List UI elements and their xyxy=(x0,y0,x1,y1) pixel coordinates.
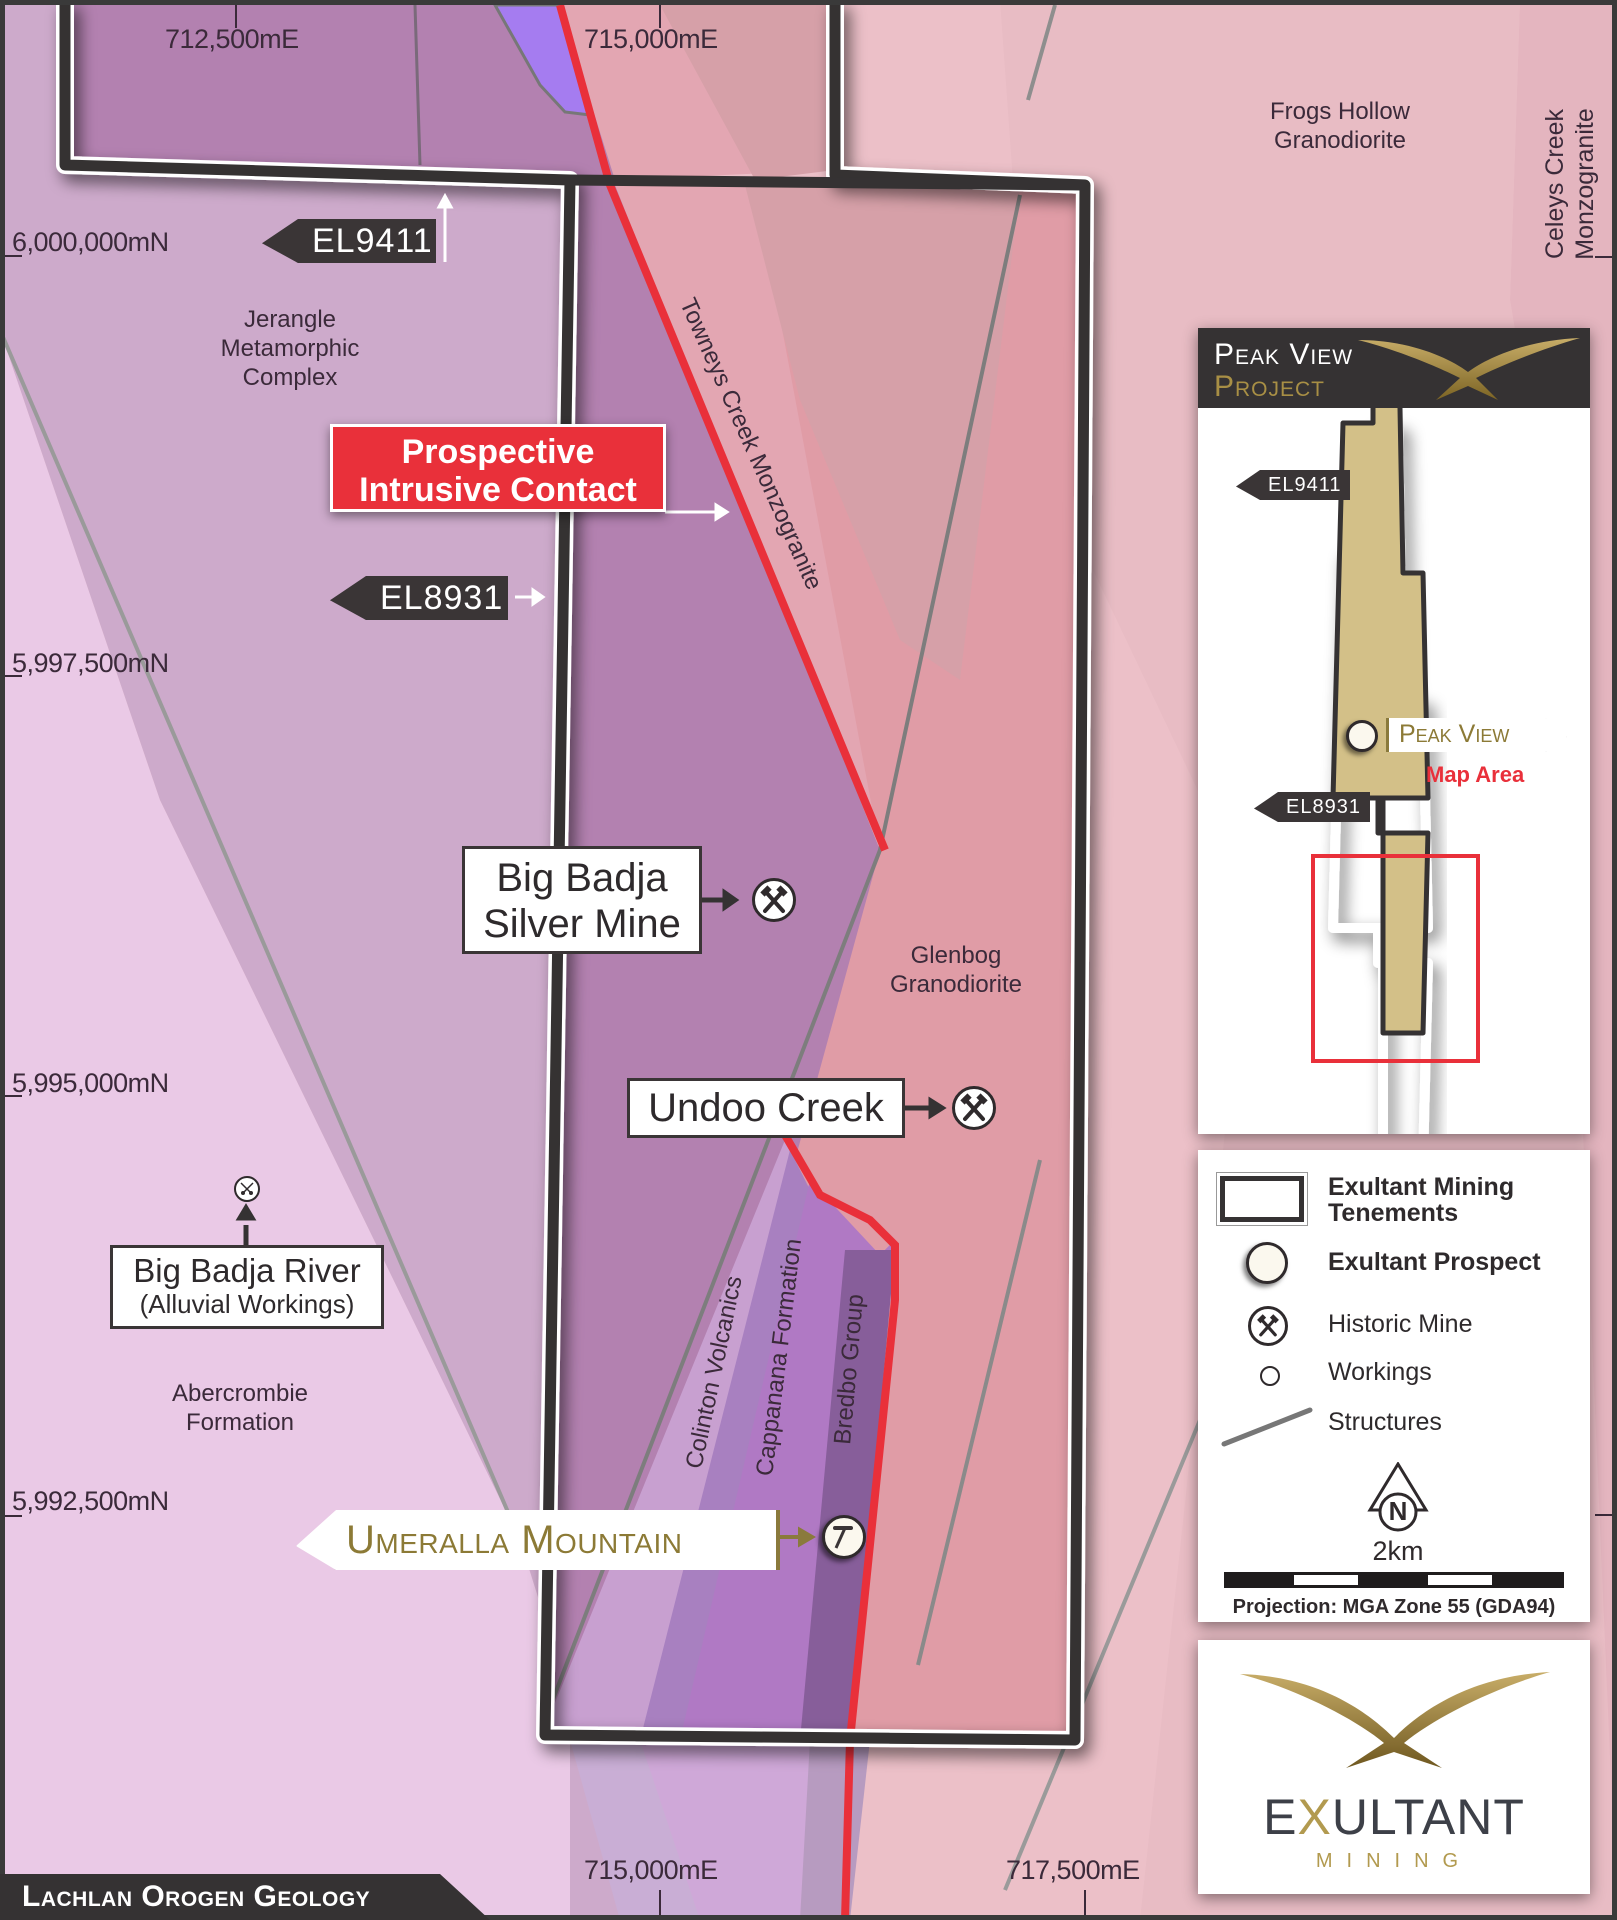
inset-tenement-map xyxy=(1311,408,1480,1134)
mine-leaders xyxy=(235,888,947,1245)
crossed-hammers-icon xyxy=(1248,1306,1288,1346)
tenement-box-icon xyxy=(1220,1176,1304,1222)
logo-subtitle: MINING xyxy=(1315,1850,1473,1872)
structure-line xyxy=(1003,1419,1202,1891)
peak-view-marker[interactable] xyxy=(1346,720,1378,752)
celeys-creek-label: Celeys Creek Monzogranite xyxy=(1541,108,1599,260)
prospective-contact-callout[interactable]: Prospective Intrusive Contact xyxy=(330,424,666,512)
big-badja-river-label[interactable]: Big Badja River (Alluvial Workings) xyxy=(110,1245,384,1329)
inset-title-line1: Peak View xyxy=(1214,338,1354,371)
callout-leaders xyxy=(436,192,730,607)
easting-label: 715,000mE xyxy=(584,1855,718,1885)
map-title-banner: Lachlan Orogen Geology xyxy=(0,1874,490,1920)
grid-ticks xyxy=(5,5,1612,1915)
legend-label: Structures xyxy=(1328,1408,1442,1436)
north-label: N xyxy=(1388,1496,1408,1526)
inset-el9411-tag[interactable]: EL9411 xyxy=(1236,470,1350,500)
pick-prospect-icon xyxy=(1246,1242,1288,1284)
peak-view-label[interactable]: Peak View xyxy=(1386,718,1567,752)
historic-mine-icon[interactable] xyxy=(752,878,796,922)
northing-label: 5,995,000mN xyxy=(12,1068,169,1098)
north-arrow-icon xyxy=(1367,1462,1429,1532)
structure-line xyxy=(0,329,522,1541)
map-area-label: Map Area xyxy=(1426,762,1525,787)
exultant-wing-icon xyxy=(1358,338,1580,400)
frogs-hollow-label: Frogs Hollow Granodiorite xyxy=(1269,98,1411,154)
structure-line xyxy=(878,194,1022,851)
big-badja-silver-mine-label[interactable]: Big Badja Silver Mine xyxy=(462,846,702,954)
easting-label: 712,500mE xyxy=(165,24,299,54)
easting-label: 715,000mE xyxy=(584,24,718,54)
structure-line xyxy=(543,849,882,1721)
exultant-logo-icon xyxy=(1240,1672,1550,1768)
towneys-top-inner xyxy=(660,5,835,180)
legend-label: Workings xyxy=(1328,1358,1432,1386)
jerangle-label: Jerangle Metamorphic Complex xyxy=(220,306,360,391)
scale-label: 2km xyxy=(1372,1536,1424,1566)
upper-structure xyxy=(413,4,422,166)
legend-label: Exultant Prospect xyxy=(1328,1248,1541,1276)
crossed-hammers-icon xyxy=(960,1093,988,1121)
scale-bar xyxy=(1224,1572,1564,1588)
legend-label: Exultant Mining Tenements xyxy=(1328,1173,1515,1228)
undoo-creek-label[interactable]: Undoo Creek xyxy=(627,1078,905,1138)
umeralla-leader xyxy=(780,1526,816,1548)
inset-el8931-tag[interactable]: EL8931 xyxy=(1254,792,1370,822)
umeralla-prospect-marker[interactable] xyxy=(822,1515,866,1559)
legend-panel: Exultant Mining Tenements Exultant Prosp… xyxy=(1198,1150,1590,1622)
easting-label: 717,500mE xyxy=(1006,1855,1140,1885)
workings-icon xyxy=(1260,1366,1280,1386)
crossed-hammers-icon xyxy=(760,885,788,913)
umeralla-mountain-label[interactable]: Umeralla Mountain xyxy=(296,1510,780,1570)
glenbog-label: Glenbog Granodiorite xyxy=(889,942,1023,998)
projection-label: Projection: MGA Zone 55 (GDA94) xyxy=(1232,1596,1556,1618)
historic-mine-icon[interactable] xyxy=(952,1086,996,1130)
towneys-inner xyxy=(745,185,1020,680)
workings-icon xyxy=(240,1182,254,1195)
structure-line-icon xyxy=(1221,1407,1313,1447)
pick-prospect-icon xyxy=(833,1526,853,1549)
inset-location-panel: Peak View Project EL9411 EL8931 Peak Vie… xyxy=(1198,328,1590,1134)
structure-line xyxy=(916,1159,1042,1666)
tenement-outline xyxy=(56,0,1094,1749)
map-area-box xyxy=(1311,854,1480,1063)
company-logo-panel: EXULTANT MINING xyxy=(1198,1640,1590,1894)
cappanana-outer xyxy=(640,1740,850,1920)
bredbo-unit xyxy=(800,1250,895,1740)
abercrombie-label: Abercrombie Formation xyxy=(171,1380,309,1436)
el9411-tag[interactable]: EL9411 xyxy=(262,219,436,263)
inset-title-line2: Project xyxy=(1214,370,1326,403)
inset-header: Peak View Project xyxy=(1198,328,1590,408)
el8931-tag[interactable]: EL8931 xyxy=(330,576,508,620)
logo-wordmark: EXULTANT xyxy=(1263,1789,1525,1845)
northing-label: 6,000,000mN xyxy=(12,227,169,257)
northing-label: 5,997,500mN xyxy=(12,648,169,678)
northing-label: 5,992,500mN xyxy=(12,1486,169,1516)
workings-marker[interactable] xyxy=(234,1176,260,1202)
structure-line xyxy=(1026,4,1057,101)
legend-label: Historic Mine xyxy=(1328,1310,1473,1338)
